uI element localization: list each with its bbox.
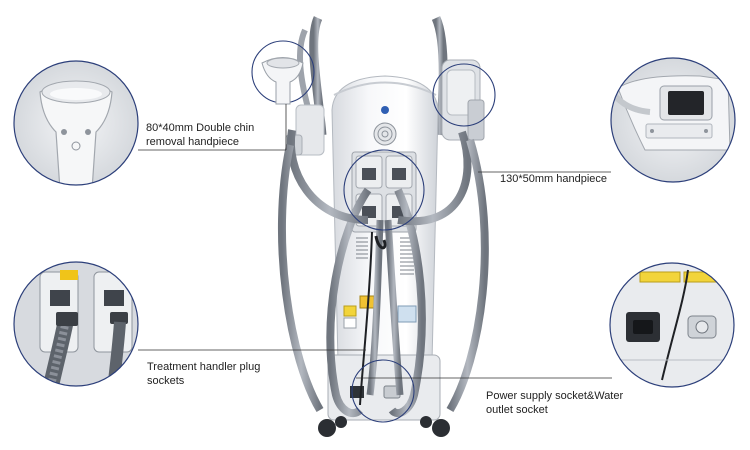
callout-double-chin: 80*40mm Double chin removal handpiece: [146, 121, 254, 149]
zoom-power-socket: [609, 262, 735, 388]
wheels: [318, 416, 450, 437]
vent-slots: [356, 237, 414, 275]
machine: [277, 16, 489, 437]
callout-plug-sockets-line1: Treatment handler plug: [147, 361, 261, 373]
rating-plate: [397, 305, 417, 323]
callout-large-handpiece: 130*50mm handpiece: [500, 172, 607, 186]
callout-plug-sockets-line2: sockets: [147, 375, 185, 387]
right-handpiece-holder: [441, 59, 485, 141]
callout-double-chin-line1: 80*40mm Double chin: [146, 122, 255, 134]
callout-power-socket-line1: Power supply socket&Water: [486, 390, 624, 402]
small-handpiece: [261, 57, 304, 105]
handpiece-screen: [668, 91, 704, 115]
blue-logo-badge: [381, 106, 389, 114]
callout-double-chin-line2: removal handpiece: [146, 136, 239, 148]
ce-mark-label: [343, 305, 357, 329]
callout-large-handpiece-line1: 130*50mm handpiece: [500, 173, 608, 185]
zoom-plug-sockets: [13, 261, 139, 387]
zoom-large-handpiece: [610, 57, 736, 183]
callout-power-socket: Power supply socket&Water outlet socket: [486, 389, 623, 417]
leader-lines: [138, 104, 612, 379]
fan-grille-icon: [373, 122, 397, 146]
callout-plug-sockets: Treatment handler plug sockets: [147, 360, 260, 388]
plug-panel: [351, 151, 417, 233]
callout-power-socket-line2: outlet socket: [486, 404, 548, 416]
zoom-double-chin-handpiece: [13, 60, 139, 186]
